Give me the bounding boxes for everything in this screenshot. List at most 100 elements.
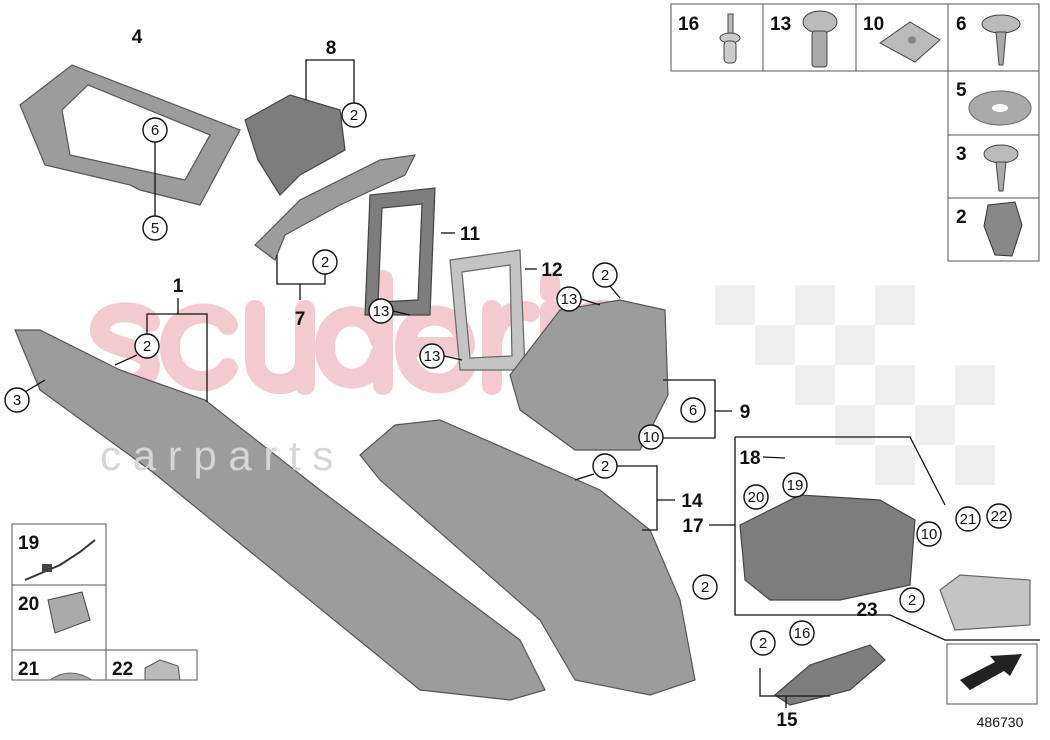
callout-circle (142, 117, 168, 143)
part-label: 14 (681, 491, 703, 512)
callout-number: 6 (689, 402, 697, 419)
part-23-panel (939, 574, 1031, 631)
callout-number: 2 (601, 458, 609, 475)
callout-2: 2 (592, 262, 618, 288)
callout-circle (556, 286, 582, 312)
callout-circle (782, 472, 808, 498)
part-4-trim-frame (19, 64, 241, 206)
svg-text:16: 16 (678, 14, 699, 35)
part-15-cover (774, 644, 886, 706)
callout-number: 21 (960, 511, 977, 528)
flat-washer-icon (968, 90, 1032, 126)
callout-circle (899, 587, 925, 613)
part-1-side-trim (14, 329, 546, 701)
callout-19: 19 (782, 472, 808, 498)
callout-10: 10 (638, 424, 664, 450)
part-label: 9 (740, 402, 751, 423)
callout-circle (134, 333, 160, 359)
svg-text:5: 5 (956, 80, 967, 101)
checkered-flag-watermark (715, 285, 995, 485)
leader-lines (24, 59, 1040, 708)
washer-head-screw-icon (981, 14, 1021, 66)
part-8-bracket (244, 94, 346, 196)
svg-text:2: 2 (956, 207, 967, 228)
hardware-item-20-number: 20 (18, 594, 39, 615)
callout-number: 10 (643, 429, 660, 446)
callout-number: 2 (759, 635, 767, 652)
callout-circle (368, 298, 394, 324)
callout-2: 2 (750, 630, 776, 656)
part-label: 23 (856, 600, 877, 621)
washer-head-screw-icon (983, 144, 1019, 192)
callout-circle (592, 453, 618, 479)
callout-6: 6 (680, 397, 706, 423)
callout-number: 2 (601, 267, 609, 284)
part-label: 18 (739, 448, 760, 469)
callout-circle (312, 249, 338, 275)
callout-circle (142, 215, 168, 241)
arrow-icon (960, 654, 1022, 690)
part-7-cover (254, 154, 417, 261)
part-17-cupholder-bracket (739, 494, 916, 601)
callout-number: 2 (321, 254, 329, 271)
callout-number: 16 (794, 625, 811, 642)
callout-circle (986, 503, 1012, 529)
hardware-item-13: 13 (770, 10, 838, 68)
washer-icon (48, 672, 94, 681)
callout-circle (743, 484, 769, 510)
watermark-sub: c a r p a r t s (100, 432, 333, 479)
callout-5: 5 (142, 215, 168, 241)
svg-text:6: 6 (956, 14, 967, 35)
callout-13: 13 (556, 286, 582, 312)
hardware-item-2: 2 (956, 201, 1023, 257)
callout-number: 22 (991, 508, 1008, 525)
callout-circle (341, 102, 367, 128)
part-label: 17 (682, 516, 703, 537)
part-14-armrest-cover (359, 419, 696, 696)
part-9-storage-box (509, 299, 669, 451)
hex-nut-icon (144, 659, 181, 681)
hardware-item-22-number: 22 (112, 659, 133, 680)
hardware-item-19-number: 19 (18, 533, 39, 554)
part-label: 8 (326, 38, 337, 59)
callout-circle (592, 262, 618, 288)
hardware-item-21-number: 21 (18, 659, 40, 680)
callout-circle (750, 630, 776, 656)
part-label: 11 (460, 224, 481, 245)
callout-number: 2 (350, 107, 358, 124)
clip-nut-icon (879, 21, 941, 63)
hardware-item-10: 10 (863, 14, 941, 63)
hardware-item-6: 6 (956, 14, 1021, 66)
callout-22: 22 (986, 503, 1012, 529)
part-11-frame (364, 187, 436, 316)
callout-number: 10 (921, 526, 938, 543)
blind-rivet-icon (719, 13, 741, 64)
callout-10: 10 (916, 521, 942, 547)
callout-number: 19 (787, 477, 804, 494)
spring-clip-icon (983, 201, 1023, 257)
hardware-item-3: 3 (956, 144, 1019, 192)
part-labels: 4 8 11 12 1 7 9 14 17 18 23 15 (132, 27, 878, 731)
callout-2: 2 (592, 453, 618, 479)
callout-3: 3 (4, 387, 30, 413)
callout-number: 13 (373, 303, 390, 320)
callout-circle (419, 343, 445, 369)
callout-circle (680, 397, 706, 423)
hardware-table-bottom (11, 523, 198, 681)
hardware-items-top: 16 13 10 6 5 3 2 (678, 10, 1032, 257)
hardware-item-16: 16 (678, 13, 741, 64)
part-label: 4 (132, 27, 143, 48)
callout-number: 6 (151, 122, 159, 139)
callout-circle (692, 574, 718, 600)
callout-2: 2 (341, 102, 367, 128)
orientation-box (946, 643, 1038, 705)
part-label: 15 (776, 710, 798, 731)
callout-6: 6 (142, 117, 168, 143)
image-number: 486730 (977, 714, 1024, 730)
svg-text:3: 3 (956, 144, 967, 165)
callout-2: 2 (692, 574, 718, 600)
svg-text:13: 13 (770, 14, 791, 35)
callout-circle (4, 387, 30, 413)
callout-circle (916, 521, 942, 547)
